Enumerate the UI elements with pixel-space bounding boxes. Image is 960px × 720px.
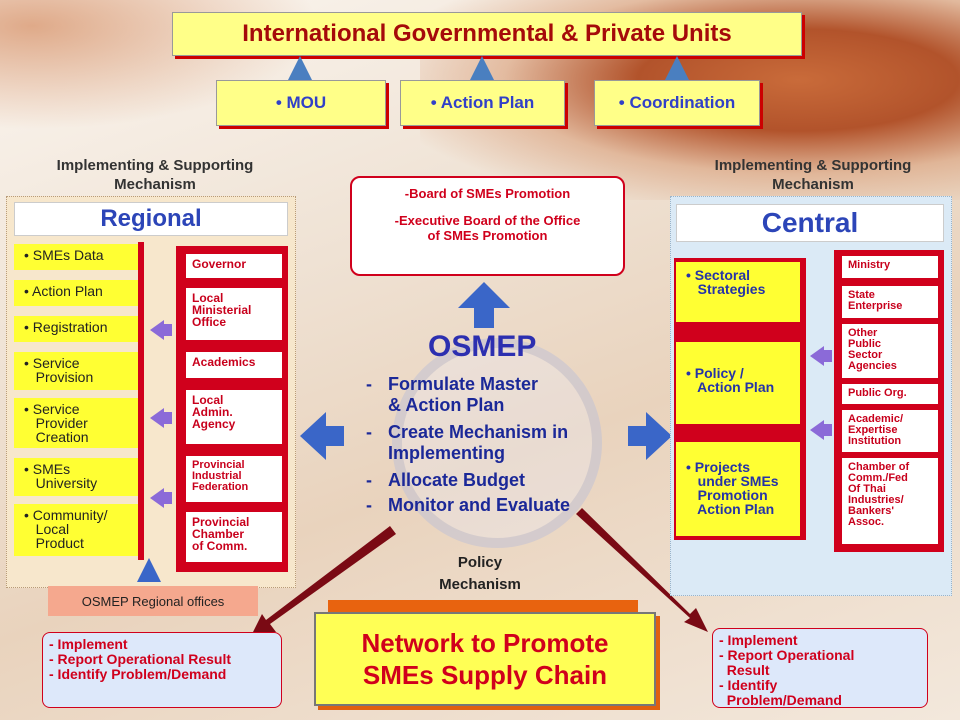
international-units-banner: International Governmental & Private Uni…	[172, 12, 802, 56]
right-blue-arrow	[646, 412, 672, 460]
right-blue-arrow-tail	[628, 426, 646, 446]
regional-partner-local-admin-agency: Local Admin. Agency	[186, 390, 282, 444]
central-item-policy-action-plan: • Policy / Action Plan	[676, 342, 800, 424]
left-purple-arrow-1-tail	[164, 324, 172, 336]
osmep-function-2-text: Create Mechanism in Implementing	[388, 422, 569, 463]
left-blue-arrow	[300, 412, 326, 460]
regional-partner-provincial-industrial-federation: Provincial Industrial Federation	[186, 456, 282, 502]
network-box: Network to Promote SMEs Supply Chain	[314, 612, 656, 706]
right-purple-arrow-1-tail	[824, 350, 832, 362]
feedback-right: - Implement - Report Operational Result …	[712, 628, 928, 708]
osmep-function-3: - Allocate Budget	[366, 470, 526, 490]
board-line-1: -Board of SMEs Promotion	[404, 186, 571, 201]
banner-title: International Governmental & Private Uni…	[242, 20, 732, 47]
mou-label: • MOU	[275, 93, 327, 112]
up-arrow-mou	[288, 56, 312, 80]
feedback-left-2: - Report Operational Result	[49, 651, 232, 667]
right-purple-arrow-1	[810, 346, 824, 366]
central-item-projects: • Projects under SMEs Promotion Action P…	[676, 442, 800, 536]
regional-yellow-bar	[138, 242, 144, 560]
right-purple-arrow-2-tail	[824, 424, 832, 436]
mou-box: • MOU	[216, 80, 386, 126]
osmep-function-3-text: Allocate Budget	[388, 470, 526, 490]
osmep-regional-offices: OSMEP Regional offices	[48, 586, 258, 616]
regional-item-smes-data: • SMEs Data	[14, 244, 138, 270]
up-arrow-board-tail	[474, 306, 494, 328]
central-partner-public-sector-agencies: Other Public Sector Agencies	[842, 324, 938, 378]
left-purple-arrow-3	[150, 488, 164, 508]
up-arrow-action-plan	[470, 56, 494, 80]
coordination-box: • Coordination	[594, 80, 760, 126]
action-plan-box: • Action Plan	[400, 80, 565, 126]
central-item-sectoral-strategies: • Sectoral Strategies	[676, 262, 800, 322]
regional-item-registration: • Registration	[14, 316, 138, 342]
regional-item-community-product: • Community/ Local Product	[14, 504, 138, 556]
network-line-1: Network to Promote	[361, 628, 609, 658]
up-arrow-board	[458, 282, 510, 308]
right-diagonal-arrow	[576, 508, 708, 632]
regional-partner-provincial-chamber: Provincial Chamber of Comm.	[186, 512, 282, 562]
policy-mechanism-label: Policy Mechanism	[439, 554, 521, 593]
regional-title: Regional	[14, 202, 288, 236]
central-partner-state-enterprise: State Enterprise	[842, 286, 938, 318]
feedback-left-1: - Implement	[49, 636, 128, 652]
osmep-function-4: - Monitor and Evaluate	[366, 495, 571, 515]
central-title: Central	[676, 204, 944, 242]
network-line-2: SMEs Supply Chain	[362, 660, 608, 690]
central-partner-chamber-of-commerce: Chamber of Comm./Fed Of Thai Industries/…	[842, 458, 938, 544]
left-purple-arrow-2-tail	[164, 412, 172, 424]
central-partner-academic-institution: Academic/ Expertise Institution	[842, 410, 938, 452]
regional-partner-governor: Governor	[186, 254, 282, 278]
coordination-label: • Coordination	[618, 93, 736, 112]
regional-partner-local-ministerial-office: Local Ministerial Office	[186, 288, 282, 340]
regional-item-service-provider-creation: • Service Provider Creation	[14, 398, 138, 448]
regional-item-smes-university: • SMEs University	[14, 458, 138, 496]
board-box: -Board of SMEs Promotion -Executive Boar…	[350, 176, 625, 276]
regional-offices-label: OSMEP Regional offices	[81, 593, 225, 609]
central-partner-ministry: Ministry	[842, 256, 938, 278]
right-section-label: Implementing & Supporting Mechanism	[714, 157, 912, 193]
left-purple-arrow-1	[150, 320, 164, 340]
feedback-right-3: - Identify Problem/Demand	[719, 677, 842, 708]
feedback-left: - Implement - Report Operational Result …	[42, 632, 282, 708]
left-diagonal-arrow	[252, 526, 396, 634]
regional-title-text: Regional	[100, 205, 202, 232]
feedback-right-1: - Implement	[719, 632, 798, 648]
action-plan-label: • Action Plan	[430, 93, 535, 112]
right-purple-arrow-2	[810, 420, 824, 440]
osmep-function-4-text: Monitor and Evaluate	[388, 495, 571, 515]
board-line-2: -Executive Board of the Office of SMEs P…	[394, 213, 581, 243]
feedback-left-3: - Identify Problem/Demand	[49, 666, 227, 682]
feedback-right-2: - Report Operational Result	[719, 647, 855, 678]
osmep-function-1: - Formulate Master & Action Plan	[366, 374, 539, 415]
left-purple-arrow-2	[150, 408, 164, 428]
left-section-label: Implementing & Supporting Mechanism	[56, 157, 254, 193]
central-partner-public-org: Public Org.	[842, 384, 938, 404]
left-blue-arrow-tail	[326, 426, 344, 446]
regional-partner-academics: Academics	[186, 352, 282, 378]
regional-item-action-plan: • Action Plan	[14, 280, 138, 306]
osmep-functions: - Formulate Master & Action Plan - Creat…	[366, 374, 616, 516]
osmep-function-2: - Create Mechanism in Implementing	[366, 422, 569, 463]
osmep-function-1-text: Formulate Master & Action Plan	[388, 374, 539, 415]
left-purple-arrow-3-tail	[164, 492, 172, 504]
central-title-text: Central	[761, 207, 859, 238]
osmep-seal	[392, 338, 602, 548]
osmep-title: OSMEP	[428, 330, 537, 363]
regional-item-service-provision: • Service Provision	[14, 352, 138, 390]
regional-offices-arrow	[137, 558, 161, 582]
up-arrow-coordination	[665, 56, 689, 80]
